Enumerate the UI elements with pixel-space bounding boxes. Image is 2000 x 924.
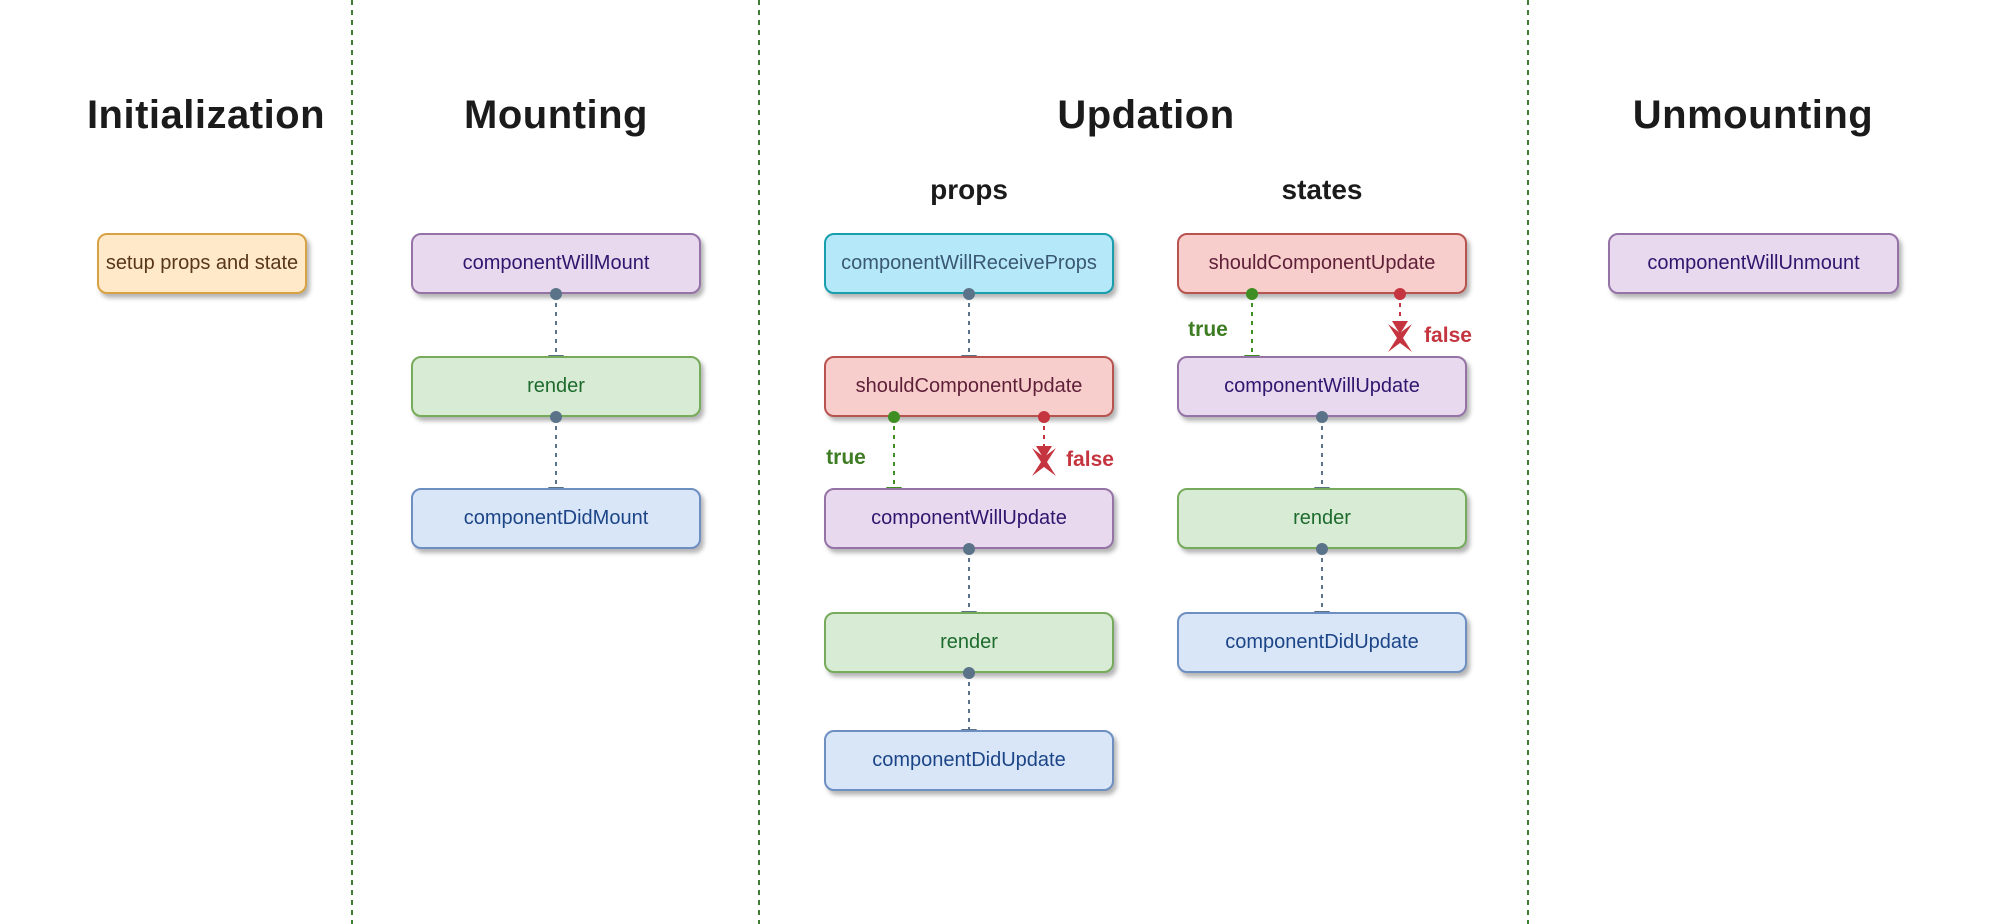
arrow-start-dot bbox=[1394, 288, 1406, 300]
arrow-states-false-branch bbox=[1392, 288, 1408, 334]
arrow-render-to-didmount bbox=[548, 411, 564, 500]
arrow-willupdate-to-render bbox=[1314, 411, 1330, 500]
arrow-line bbox=[968, 549, 970, 612]
arrow-line bbox=[968, 294, 970, 356]
arrow-line bbox=[968, 673, 970, 730]
arrow-line bbox=[1399, 294, 1401, 322]
arrow-line bbox=[1321, 549, 1323, 612]
props-true-label: true bbox=[826, 446, 866, 469]
arrow-line bbox=[555, 417, 557, 488]
arrow-start-dot bbox=[1246, 288, 1258, 300]
arrow-props-true-branch bbox=[886, 411, 902, 500]
node-label: componentWillUpdate bbox=[871, 507, 1067, 529]
arrow-willupdate-to-render bbox=[961, 543, 977, 624]
arrow-receiveprops-to-shouldupdate bbox=[961, 288, 977, 368]
false-x-icon bbox=[1029, 447, 1059, 477]
props-false-label: false bbox=[1066, 448, 1114, 471]
node-label: render bbox=[1293, 507, 1351, 529]
arrow-start-dot bbox=[888, 411, 900, 423]
node-label: componentDidMount bbox=[463, 507, 649, 529]
arrow-start-dot bbox=[1038, 411, 1050, 423]
arrow-start-dot bbox=[963, 667, 975, 679]
node-component-will-mount: componentWillMount bbox=[411, 233, 701, 294]
section-title-initialization: Initialization bbox=[86, 93, 326, 137]
arrow-states-true-branch bbox=[1244, 288, 1260, 368]
node-props-component-did-update: componentDidUpdate bbox=[824, 730, 1114, 791]
arrow-start-dot bbox=[550, 411, 562, 423]
arrow-start-dot bbox=[1316, 543, 1328, 555]
node-label: componentWillUpdate bbox=[1224, 375, 1420, 397]
node-label: componentWillMount bbox=[462, 252, 650, 274]
section-divider-2 bbox=[758, 0, 760, 924]
section-divider-3 bbox=[1527, 0, 1529, 924]
node-label: componentDidUpdate bbox=[872, 749, 1066, 771]
section-title-updation: Updation bbox=[1057, 93, 1235, 137]
node-component-did-mount: componentDidMount bbox=[411, 488, 701, 549]
false-x-icon bbox=[1385, 323, 1415, 353]
node-component-will-receive-props: componentWillReceiveProps bbox=[824, 233, 1114, 294]
node-states-component-will-update: componentWillUpdate bbox=[1177, 356, 1467, 417]
section-title-unmounting: Unmounting bbox=[1632, 93, 1874, 137]
arrow-start-dot bbox=[550, 288, 562, 300]
node-props-component-will-update: componentWillUpdate bbox=[824, 488, 1114, 549]
arrow-render-to-didupdate bbox=[961, 667, 977, 742]
node-states-should-component-update: shouldComponentUpdate bbox=[1177, 233, 1467, 294]
node-label: render bbox=[940, 631, 998, 653]
node-label: componentWillReceiveProps bbox=[841, 252, 1097, 274]
states-false-label: false bbox=[1424, 324, 1472, 347]
subsection-title-props: props bbox=[930, 174, 1008, 205]
section-divider-1 bbox=[351, 0, 353, 924]
arrow-render-to-didupdate bbox=[1314, 543, 1330, 624]
node-label: render bbox=[527, 375, 585, 397]
node-states-component-did-update: componentDidUpdate bbox=[1177, 612, 1467, 673]
node-states-render: render bbox=[1177, 488, 1467, 549]
subsection-title-states: states bbox=[1281, 174, 1363, 205]
node-mounting-render: render bbox=[411, 356, 701, 417]
arrow-props-false-branch bbox=[1036, 411, 1052, 459]
node-component-will-unmount: componentWillUnmount bbox=[1608, 233, 1899, 294]
states-true-label: true bbox=[1188, 318, 1228, 341]
node-props-render: render bbox=[824, 612, 1114, 673]
node-label: componentDidUpdate bbox=[1225, 631, 1419, 653]
node-setup-props-and-state: setup props and state bbox=[97, 233, 307, 294]
arrow-start-dot bbox=[963, 543, 975, 555]
node-label: componentWillUnmount bbox=[1647, 252, 1860, 274]
node-label: shouldComponentUpdate bbox=[1208, 252, 1436, 274]
node-props-should-component-update: shouldComponentUpdate bbox=[824, 356, 1114, 417]
arrow-line bbox=[555, 294, 557, 356]
node-label: shouldComponentUpdate bbox=[855, 375, 1083, 397]
arrow-start-dot bbox=[1316, 411, 1328, 423]
section-title-mounting: Mounting bbox=[464, 93, 648, 137]
arrow-line bbox=[1251, 294, 1253, 356]
arrow-line bbox=[893, 417, 895, 488]
arrow-line bbox=[1043, 417, 1045, 447]
arrow-start-dot bbox=[963, 288, 975, 300]
node-label: setup props and state bbox=[105, 252, 299, 274]
arrow-willmount-to-render bbox=[548, 288, 564, 368]
arrow-line bbox=[1321, 417, 1323, 488]
